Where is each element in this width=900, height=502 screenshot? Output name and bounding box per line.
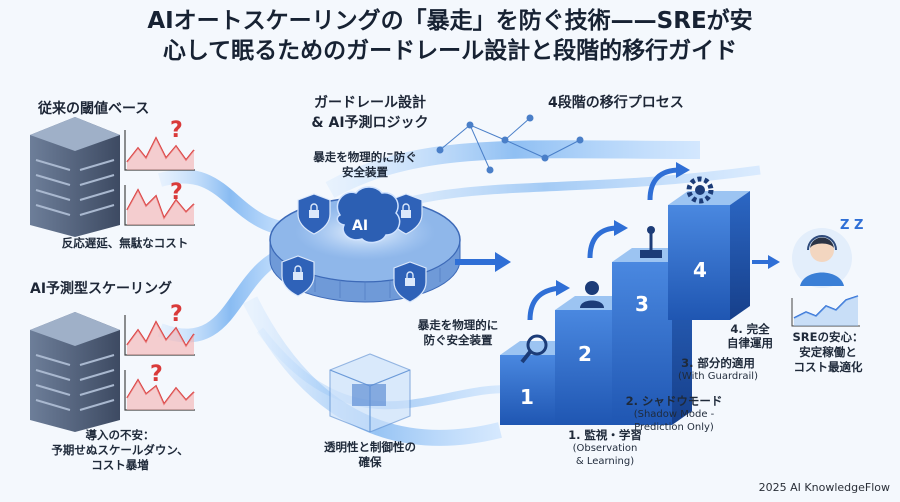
page-title-line1: AIオートスケーリングの「暴走」を防ぐ技術——SREが安 — [147, 8, 753, 34]
step-arrowheads — [556, 162, 690, 296]
legacy-heading: 従来の閾値ベース — [38, 101, 150, 117]
shield-label-right-line2: 防ぐ安全装置 — [423, 333, 493, 347]
joystick-icon — [640, 226, 662, 258]
step-1-sub1: (Observation — [572, 443, 638, 454]
brain-icon — [336, 186, 401, 244]
step-3-sub1: (With Guardrail) — [678, 371, 758, 382]
footer-credit: 2025 AI KnowledgeFlow — [758, 481, 890, 494]
shield-label-right-line1: 暴走を物理的に — [417, 318, 499, 332]
guardrail-heading-line2: & AI予測ロジック — [311, 115, 429, 131]
legacy-caption: 反応遅延、無駄なコスト — [61, 236, 189, 250]
step-1-sub2: & Learning) — [575, 456, 635, 467]
ai-core-label: AI — [352, 218, 369, 234]
page-title: AIオートスケーリングの「暴走」を防ぐ技術——SREが安 心して眠るためのガード… — [0, 6, 900, 66]
shield-label-top: 暴走を物理的に防ぐ 安全装置 — [295, 150, 435, 180]
step-2-label: 2. シャドウモード — [625, 394, 723, 408]
step-1-label: 1. 監視・学習 — [568, 428, 642, 442]
step-3-label: 3. 部分的適用 — [681, 356, 755, 370]
question-mark-icon: ? — [150, 362, 163, 387]
shield-lock-icon — [297, 193, 331, 235]
gear-icon — [686, 176, 714, 204]
shield-lock-icon — [393, 261, 427, 303]
transparency-cube — [329, 353, 411, 433]
transparency-caption-line2: 確保 — [358, 455, 382, 469]
operator-avatar-icon — [792, 228, 852, 288]
server-rack-icon — [30, 117, 120, 237]
transparency-caption-line1: 透明性と制御性の — [324, 440, 416, 454]
shield-label-top-line2: 安全装置 — [342, 165, 388, 179]
network-graph — [436, 114, 584, 174]
server-rack-icon — [30, 312, 120, 432]
sre-caption-line1: SREの安心： — [792, 330, 864, 344]
step-number-4: 4 — [693, 258, 707, 282]
step-1-caption: 1. 監視・学習 (Observation & Learning) — [560, 428, 650, 468]
step-4-label-line2: 自律運用 — [727, 336, 773, 350]
predictive-heading: AI予測型スケーリング — [30, 281, 173, 297]
line-chart-icon — [124, 130, 195, 226]
guardrail-heading-line1: ガードレール設計 — [314, 95, 426, 111]
step-number-1: 1 — [520, 385, 534, 409]
growth-chart-icon — [791, 295, 860, 327]
person-icon — [580, 281, 604, 308]
line-chart-icon — [124, 315, 195, 411]
step-3-caption: 3. 部分的適用 (With Guardrail) — [668, 356, 768, 383]
sre-caption: SREの安心： 安定稼働と コスト最適化 — [778, 330, 878, 375]
predictive-caption: 導入の不安： 予期せぬスケールダウン、 コスト暴増 — [30, 428, 210, 473]
page-title-line2: 心して眠るためのガードレール設計と段階的移行ガイド — [162, 38, 738, 64]
transparency-caption: 透明性と制御性の 確保 — [310, 440, 430, 470]
sre-caption-line3: コスト最適化 — [793, 360, 863, 374]
arrow-icon — [752, 255, 780, 269]
guardrail-heading: ガードレール設計 & AI予測ロジック — [300, 92, 440, 132]
step-4-caption: 4. 完全 自律運用 — [710, 322, 790, 350]
step-block-4 — [668, 191, 750, 320]
step-4-label-line1: 4. 完全 — [730, 322, 770, 336]
sleep-zz-icon: Z Z — [840, 218, 864, 233]
question-mark-icon: ? — [170, 118, 183, 143]
predictive-caption-line3: コスト暴増 — [91, 458, 149, 472]
step-number-2: 2 — [578, 342, 592, 366]
predictive-caption-line1: 導入の不安： — [85, 428, 155, 442]
magnifier-icon — [520, 334, 548, 364]
process-heading: 4段階の移行プロセス — [548, 95, 684, 111]
question-mark-icon: ? — [170, 180, 183, 205]
question-mark-icon: ? — [170, 302, 183, 327]
shield-label-top-line1: 暴走を物理的に防ぐ — [313, 150, 417, 164]
step-arrows — [527, 167, 681, 321]
shield-lock-icon — [281, 255, 315, 297]
step-2-sub1: (Shadow Mode - — [633, 409, 715, 420]
arrow-icon — [455, 252, 511, 272]
predictive-caption-line2: 予期せぬスケールダウン、 — [51, 443, 189, 457]
shield-label-right: 暴走を物理的に 防ぐ安全装置 — [398, 318, 518, 348]
step-number-3: 3 — [635, 292, 649, 316]
step-2-caption: 2. シャドウモード (Shadow Mode - Prediction Onl… — [618, 394, 730, 434]
sre-caption-line2: 安定稼働と — [799, 345, 857, 359]
step-2-sub2: Prediction Only) — [634, 422, 714, 433]
